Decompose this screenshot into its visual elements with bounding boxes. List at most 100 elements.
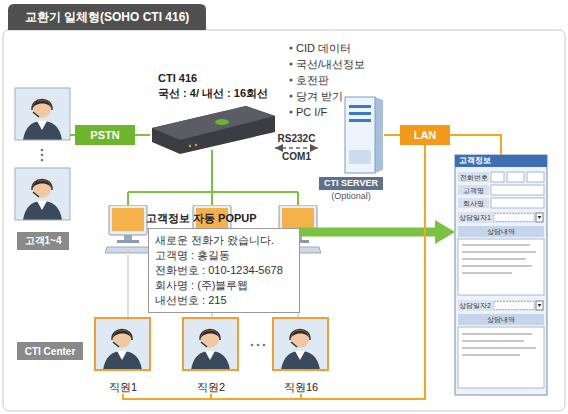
connector <box>300 228 437 237</box>
device-text: 국선 : 4/ 내선 : 16회선 <box>158 86 275 101</box>
customer-photo <box>15 88 70 140</box>
form-field <box>536 213 543 222</box>
customer-group-box: 고객1~4 <box>17 232 69 250</box>
feature-item: CID 데이터 <box>296 41 351 55</box>
connector <box>275 147 318 149</box>
agent-photo <box>183 318 238 370</box>
server-tower <box>349 150 371 164</box>
agent-box: 직원16 <box>270 318 332 394</box>
form-field <box>458 300 544 311</box>
server-tower <box>349 112 371 115</box>
form-field <box>458 172 489 182</box>
bullet-dot <box>290 111 293 114</box>
ellipsis-dots <box>263 344 266 347</box>
ellipsis-dots <box>41 159 44 162</box>
popup-text: 내선번호 : 215 <box>155 293 293 308</box>
cti-416-device: CTI 416국선 : 4/ 내선 : 16회선 <box>150 71 275 152</box>
form-field <box>491 172 504 182</box>
ellipsis-dots <box>257 344 260 347</box>
form-field <box>458 239 544 295</box>
agent-box: 직원2 <box>180 318 242 394</box>
agent-photo <box>95 318 150 370</box>
text-placeholder-line <box>462 334 536 355</box>
bullet-dot <box>290 47 293 114</box>
ellipsis-dots <box>41 154 44 157</box>
popup-text: 회사명 : (주)블루웹 <box>155 278 293 293</box>
field-label: 전화번호 <box>458 172 489 183</box>
form-field <box>458 212 544 223</box>
server-tower <box>349 119 371 122</box>
form-field <box>458 314 544 325</box>
bullet-dot <box>290 63 293 66</box>
customer-photo <box>15 88 70 220</box>
connector <box>123 145 425 399</box>
section-header: 상담내역 <box>458 226 544 237</box>
cti-device-body <box>195 144 197 146</box>
field-label: 회사명 <box>458 198 489 209</box>
pc-icon <box>105 205 151 253</box>
page-frame <box>3 30 565 411</box>
form-field <box>536 301 543 310</box>
diagram-title: 교환기 일체형(SOHO CTI 416) <box>8 4 206 30</box>
text-placeholder-line <box>462 245 536 273</box>
server-tower <box>345 97 383 173</box>
pstn-box: PSTN <box>75 125 135 145</box>
agent-photo <box>183 318 238 370</box>
form-field <box>494 302 534 310</box>
agent-photo <box>95 318 328 370</box>
connector <box>384 134 400 136</box>
form-field <box>458 172 544 388</box>
popup-text: 전화번호 : 010-1234-5678 <box>155 263 293 278</box>
agent-name: 직원1 <box>109 380 137 394</box>
agent-name: 직원2 <box>197 380 225 394</box>
agent-photo <box>273 318 328 370</box>
server-text: (Optional) <box>331 190 371 202</box>
agent-box: 직원1 <box>92 318 154 394</box>
cti-device-body <box>152 106 275 154</box>
form-field <box>491 185 544 195</box>
page-frame <box>3 30 565 411</box>
connector <box>135 134 150 136</box>
title-tab <box>8 4 206 30</box>
title-tab <box>8 4 206 30</box>
window-frame <box>455 155 547 395</box>
customer-photo <box>15 168 70 220</box>
box-text: LAN <box>414 129 437 141</box>
cti-device-body <box>152 106 275 154</box>
form-field <box>458 185 489 195</box>
agent-photo <box>273 318 328 370</box>
popup-box: 고객정보 자동 POPUP 새로운 전화가 왔습니다.고객명 : 홍길동전화번호 … <box>140 211 300 313</box>
section-header: 상담내역 <box>458 314 544 325</box>
bullet-dot <box>290 79 293 82</box>
feature-item: 호전판 <box>296 73 329 87</box>
popup-window: 새로운 전화가 왔습니다.고객명 : 홍길동전화번호 : 010-1234-56… <box>148 228 300 313</box>
popup-text: 새로운 전화가 왔습니다. <box>155 233 293 248</box>
cti-server: CTI SERVER(Optional) <box>318 92 384 202</box>
field-label: 상담일자1 <box>459 212 491 223</box>
box-text: CTI Center <box>25 346 76 357</box>
window-title: 고객정보 <box>455 155 547 167</box>
form-field <box>527 172 544 182</box>
device-text: CTI 416 <box>158 71 275 86</box>
cti-device-body <box>189 145 191 147</box>
popup-text: 고객정보 자동 POPUP <box>140 211 300 226</box>
form-field <box>458 226 544 237</box>
agent-photo <box>95 318 150 370</box>
box-text: 고객1~4 <box>25 234 62 248</box>
agent-name: 직원16 <box>284 380 318 394</box>
form-field <box>491 198 544 208</box>
window-frame <box>455 155 547 395</box>
feature-item: 국선/내선정보 <box>296 57 365 71</box>
server-text: CTI SERVER <box>319 177 383 190</box>
popup-text: 고객명 : 홍길동 <box>155 248 293 263</box>
form-field <box>458 327 544 388</box>
box-text: PSTN <box>90 129 119 141</box>
connector <box>301 145 425 399</box>
cti-center-box: CTI Center <box>17 342 83 360</box>
form-field <box>507 172 524 182</box>
form-field <box>538 304 542 307</box>
field-label: 상담일자2 <box>459 300 491 311</box>
